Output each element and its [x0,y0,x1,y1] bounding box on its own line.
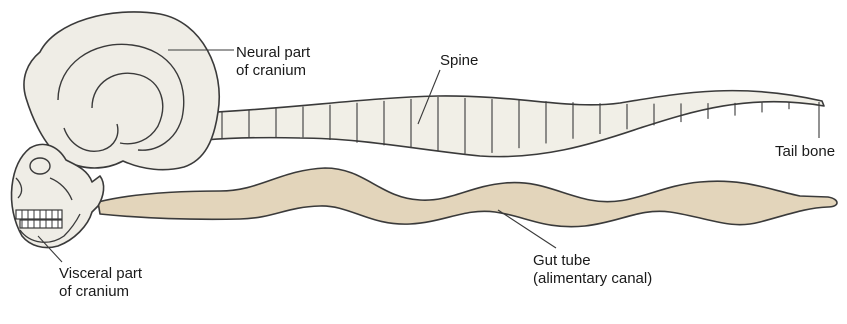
skull-outline [24,12,219,170]
neural-cranium [24,12,219,170]
spine-column [200,91,824,157]
upper-teeth [16,210,62,219]
neural-label-line2: of cranium [236,62,310,80]
spine [200,91,824,157]
gut-tube-shape [98,168,837,227]
visceral-cranium-label: Visceral part of cranium [59,265,142,301]
neural-cranium-label: Neural part of cranium [236,44,310,80]
gut-label-line1: Gut tube [533,252,652,270]
lower-teeth [20,220,62,228]
gut-label-line2: (alimentary canal) [533,270,652,288]
neural-label-line1: Neural part [236,44,310,62]
gut-tube-label: Gut tube (alimentary canal) [533,252,652,288]
tail-bone-label: Tail bone [775,143,835,161]
visceral-label-line1: Visceral part [59,265,142,283]
gut-tube [98,168,837,227]
spine-label: Spine [440,52,478,70]
visceral-label-line2: of cranium [59,283,142,301]
